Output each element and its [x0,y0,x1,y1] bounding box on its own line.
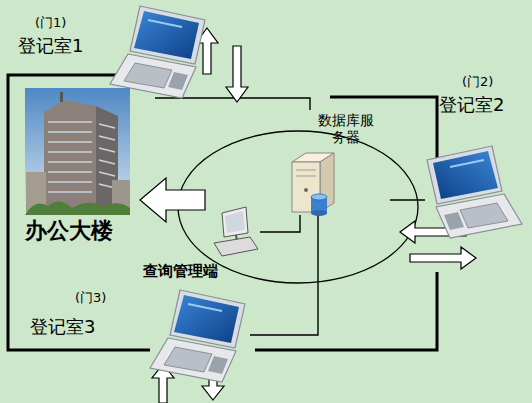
node-label: (门1) [35,15,66,31]
node-label: 登记室1 [18,35,83,57]
node-box: (门2) 登记室2 [425,72,530,227]
network-line [390,199,425,200]
tower-windows [48,122,115,192]
node-label: 办公大楼 [25,218,113,244]
keyboard [214,237,258,256]
node-label: (门2) [462,74,493,90]
node-label: 数据库服务器 [313,112,379,146]
office-building-photo [25,88,130,215]
server-slot [296,176,316,177]
node-box: 数据库服务器 [280,110,390,215]
registration-terminal [427,146,522,238]
node-box: 查询管理端 [140,205,260,290]
node-box: (门3) 登记室3 [25,290,250,382]
node-label: (门3) [75,290,106,306]
flow-arrows [140,28,476,403]
query-terminal-icon [214,207,258,256]
network-line [250,215,318,335]
server-slot [296,170,316,171]
registration-terminal [110,6,205,98]
server-button [304,188,308,192]
node-label: 查询管理端 [143,262,218,280]
network-line [260,215,300,232]
entry-arrow [140,178,205,222]
antenna [60,92,63,102]
disk-top [311,194,327,200]
monitor-screen [225,211,245,233]
network-ellipse [178,131,418,283]
node-box: (门1) 登记室1 [15,10,205,98]
monitor [222,207,248,237]
wall-bottom-right [255,272,437,350]
server-icon [292,153,334,216]
wall-left [8,75,150,350]
tower-front [44,100,96,215]
out-arrow [410,247,476,269]
disk-bottom [311,210,327,216]
trees [25,201,130,215]
registration-terminal [150,290,245,382]
node-label: 登记室2 [439,94,504,116]
node-label: 登记室3 [30,316,95,338]
sky [25,88,130,215]
node-box: 办公大楼 [25,88,140,248]
network-line [155,98,310,110]
out-arrow [226,46,248,102]
